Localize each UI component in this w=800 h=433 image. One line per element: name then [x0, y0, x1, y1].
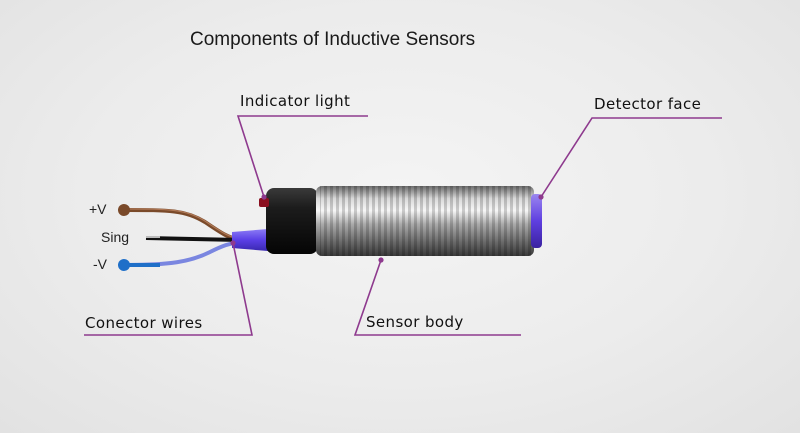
detector-face	[531, 194, 542, 248]
sensor-body-callout-line	[353, 259, 521, 336]
sensor-body-threads	[320, 186, 532, 256]
diagram-title: Components of Inductive Sensors	[190, 29, 476, 50]
indicator-light-callout-dot	[261, 194, 267, 200]
signal-wire	[145, 236, 241, 242]
positive-wire	[123, 208, 241, 242]
connector-wires-label: Conector wires	[85, 314, 203, 332]
connector-wires-callout-line	[84, 242, 253, 336]
indicator-light	[259, 198, 269, 207]
indicator-light-label: Indicator light	[240, 92, 351, 110]
indicator-light-callout-line	[236, 115, 368, 198]
negative-wire-label: -V	[93, 256, 107, 272]
positive-wire-highlight	[123, 208, 241, 240]
positive-wire-label: +V	[89, 201, 107, 217]
negative-wire	[123, 240, 241, 267]
detector-face-callout-line	[540, 117, 722, 198]
detector-face-label: Detector face	[594, 95, 702, 113]
cable-sleeve	[232, 229, 268, 251]
sensor-body-callout-dot	[378, 257, 384, 263]
signal-wire-label: Sing	[101, 229, 130, 245]
connector-wires-callout-dot	[230, 240, 236, 246]
negative-terminal	[118, 259, 130, 271]
sensor-cap	[266, 188, 318, 254]
sensor-body-label: Sensor body	[366, 313, 464, 331]
positive-terminal	[118, 204, 130, 216]
detector-face-callout-dot	[538, 194, 544, 200]
